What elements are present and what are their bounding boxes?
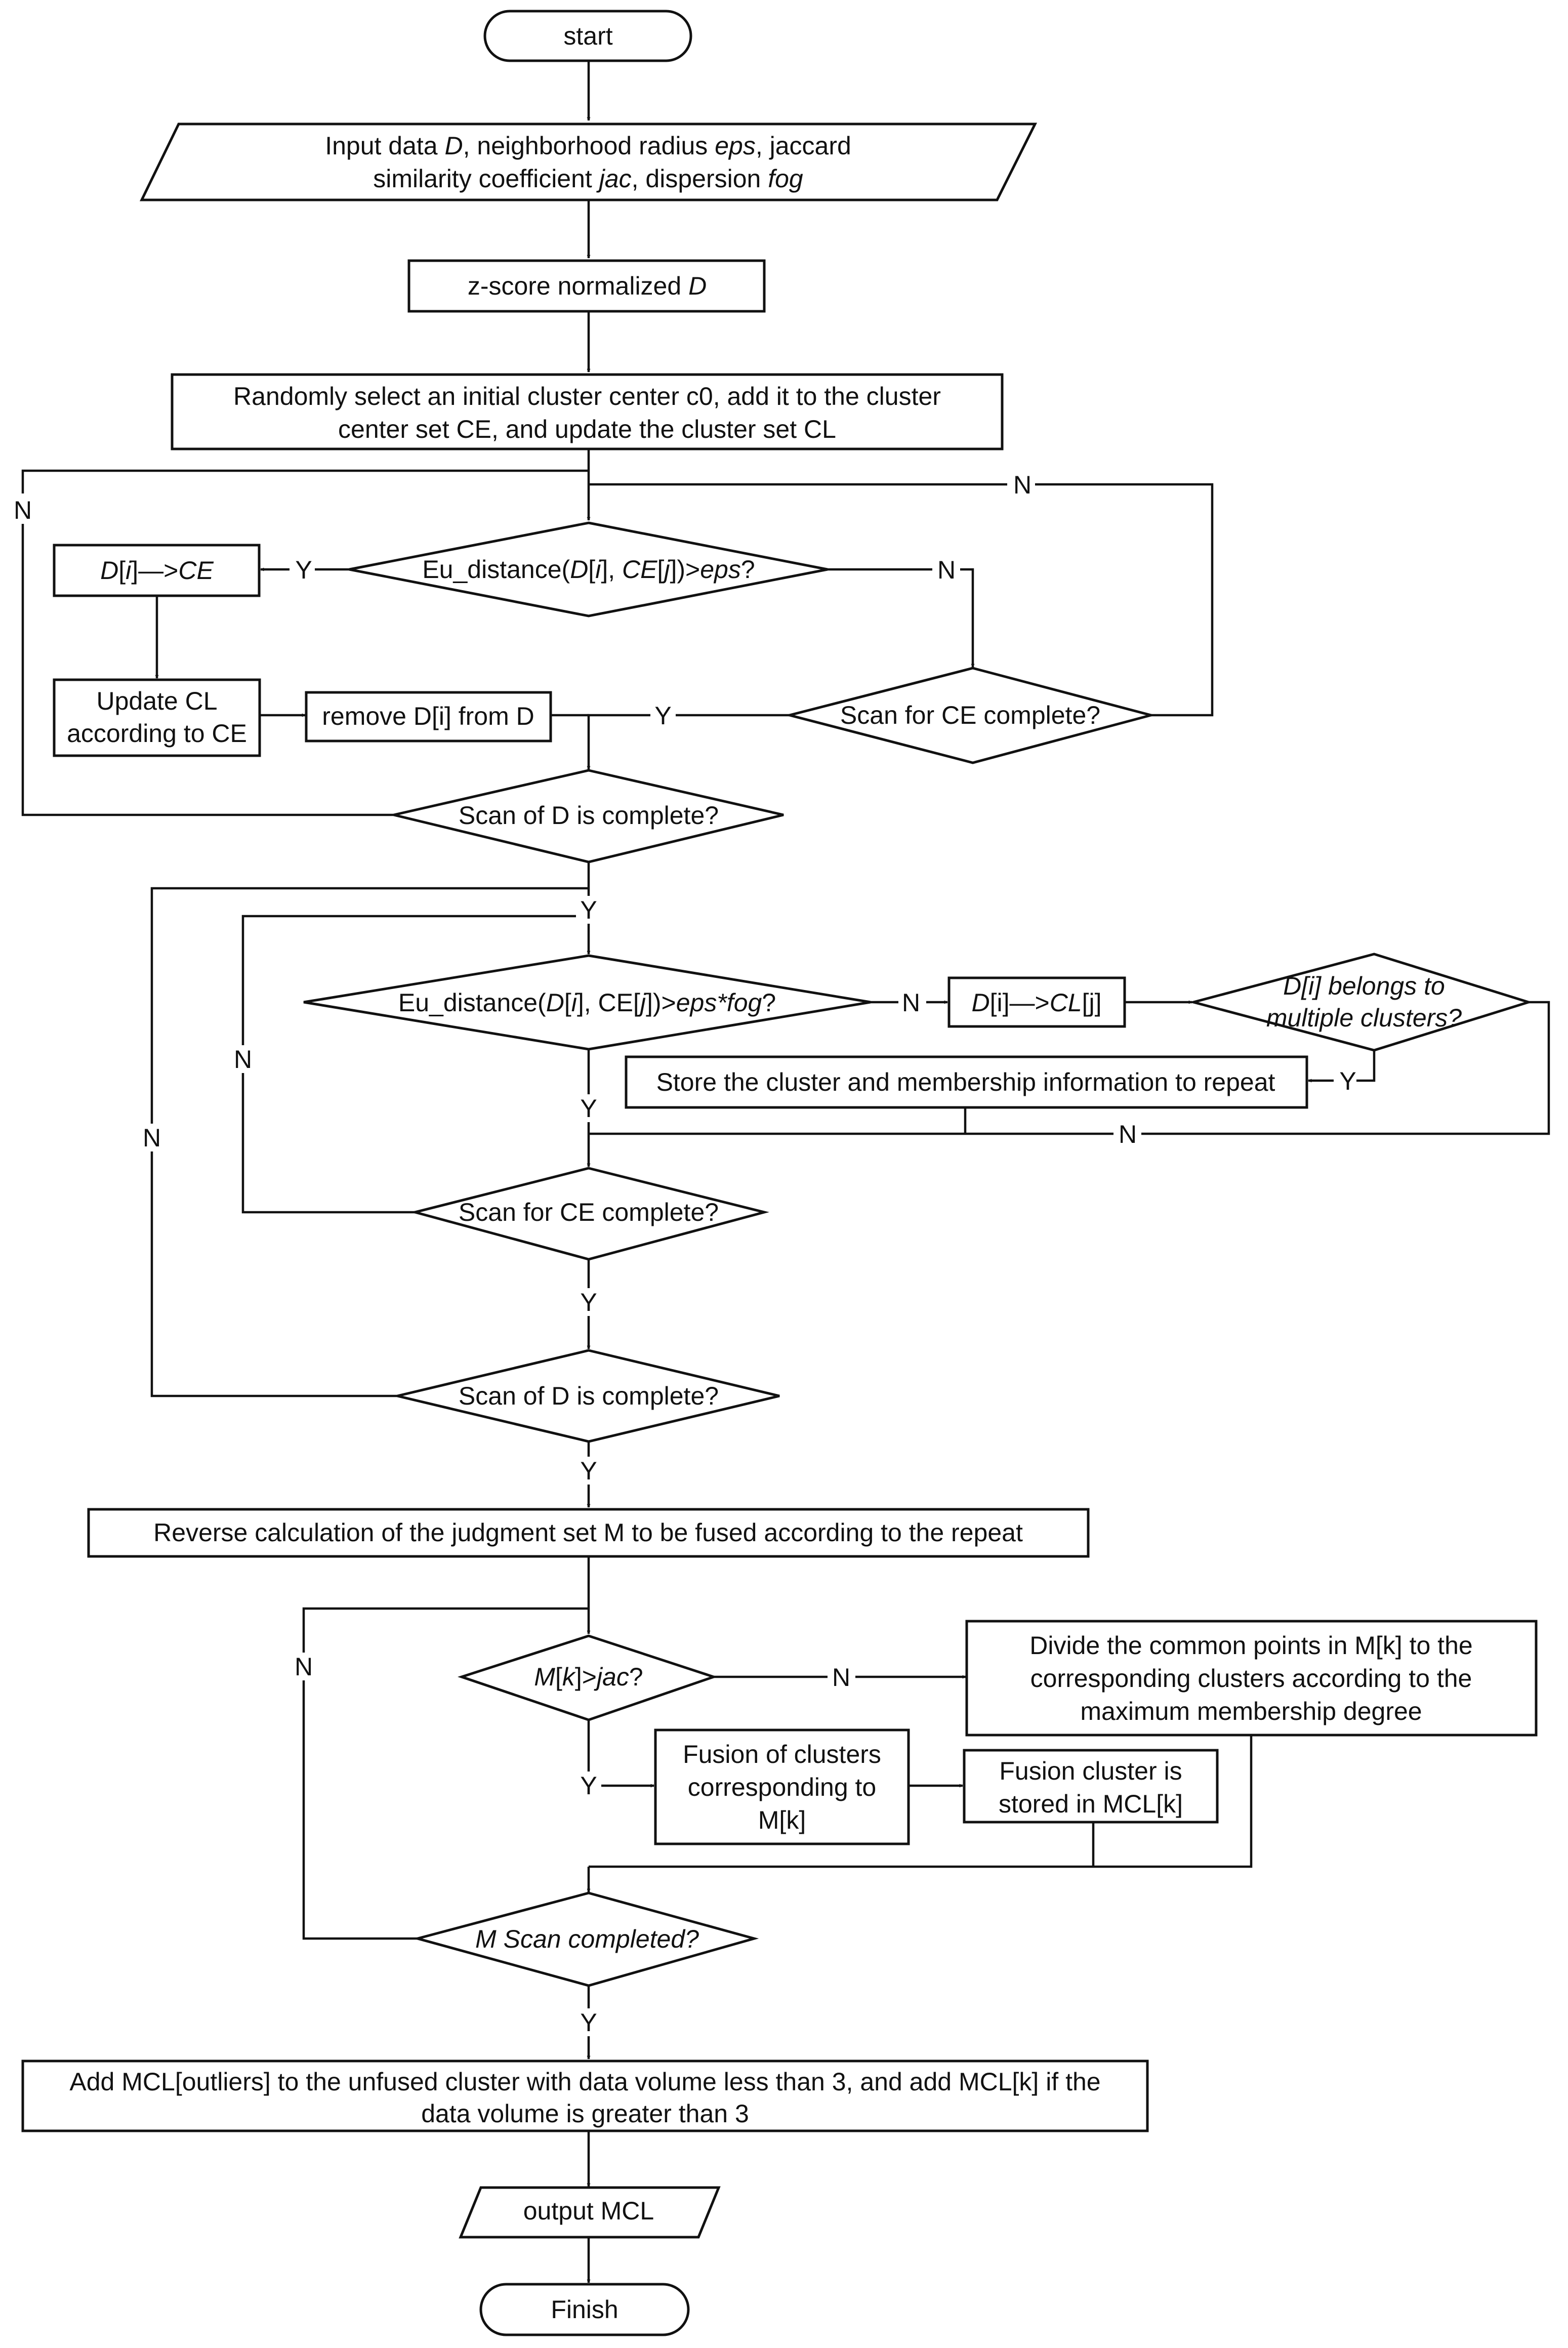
label-no: N [143, 1124, 161, 1152]
loop-scan-ce1-no [589, 483, 1214, 717]
node-start: start [483, 10, 692, 62]
divide-line-3: maximum membership degree [1080, 1697, 1422, 1725]
assign-ce-label: D[i]—>CE [100, 556, 214, 585]
label-no: N [832, 1663, 850, 1692]
arrow-multi-yes [1308, 1050, 1376, 1083]
node-remove: remove D[i] from D [305, 691, 552, 743]
label-yes: Y [580, 1094, 597, 1123]
node-scan-d-1: Scan of D is complete? [393, 769, 784, 863]
loop-mscan-no [302, 1607, 589, 1940]
update-cl-line-1: Update CL [96, 687, 217, 715]
label-no: N [902, 988, 920, 1017]
normalize-label: z-score normalized D [468, 272, 707, 300]
label-yes: Y [295, 556, 312, 584]
add-line-2: data volume is greater than 3 [421, 2099, 749, 2128]
node-diamond2: Eu_distance(D[i], CE[j])>eps*fog? [303, 954, 871, 1051]
node-output: output MCL [459, 2186, 721, 2239]
node-add: Add MCL[outliers] to the unfused cluster… [21, 2059, 1149, 2132]
label-no: N [1119, 1120, 1137, 1148]
node-mk: M[k]>jac? [458, 1634, 718, 1721]
mk-label: M[k]>jac? [534, 1663, 643, 1691]
reverse-label: Reverse calculation of the judgment set … [153, 1518, 1023, 1547]
init-line-2: center set CE, and update the cluster se… [338, 415, 836, 443]
multi-line-1: D[i] belongs to [1283, 972, 1445, 1000]
mscan-label: M Scan completed? [475, 1925, 699, 1953]
loop-scan-d2-no [150, 887, 589, 1397]
remove-label: remove D[i] from D [322, 702, 534, 730]
fusion-line-1: Fusion of clusters [683, 1740, 881, 1768]
stored-line-2: stored in MCL[k] [999, 1790, 1183, 1818]
node-init: Randomly select an initial cluster cente… [171, 373, 1004, 450]
input-line-2: similarity coefficient jac, dispersion f… [373, 164, 803, 193]
arrow-multi-no [589, 1001, 1550, 1135]
add-line-1: Add MCL[outliers] to the unfused cluster… [69, 2068, 1100, 2096]
node-scan-d-2: Scan of D is complete? [397, 1349, 780, 1443]
loop-scan-ce2-no [241, 915, 589, 1214]
divide-line-2: corresponding clusters according to the [1030, 1664, 1472, 1693]
label-yes: Y [580, 1772, 597, 1800]
node-assign-cl: D[i]—>CL[j] [947, 976, 1126, 1028]
store-label: Store the cluster and membership informa… [656, 1068, 1275, 1096]
init-line-1: Randomly select an initial cluster cente… [233, 382, 941, 410]
divide-line-1: Divide the common points in M[k] to the [1029, 1631, 1472, 1660]
label-yes: Y [580, 2008, 597, 2037]
multi-line-2: multiple clusters? [1266, 1004, 1462, 1032]
node-scan-ce-2: Scan for CE complete? [410, 1167, 769, 1261]
node-fusion: Fusion of clusters corresponding to M[k] [654, 1728, 910, 1845]
diamond2-label: Eu_distance(D[i], CE[j])>eps*fog? [398, 988, 776, 1017]
label-yes: Y [580, 1288, 597, 1316]
output-label: output MCL [523, 2197, 654, 2225]
assign-cl-label: D[i]—>CL[j] [971, 988, 1101, 1017]
line-divide-to-merge [589, 1735, 1253, 1868]
scan-ce-1-label: Scan for CE complete? [840, 701, 1100, 729]
fusion-line-3: M[k] [758, 1806, 806, 1834]
label-yes: Y [580, 896, 597, 924]
fusion-line-2: corresponding to [688, 1773, 876, 1801]
start-label: start [563, 22, 612, 50]
node-store: Store the cluster and membership informa… [625, 1055, 1308, 1109]
label-yes: Y [654, 702, 671, 730]
scan-d-2-label: Scan of D is complete? [459, 1382, 719, 1410]
label-no: N [234, 1045, 252, 1074]
node-input: Input data D, neighborhood radius eps, j… [140, 122, 1038, 201]
arrow-scan-ce1-yes [587, 714, 790, 770]
label-no: N [295, 1653, 313, 1681]
label-yes: Y [580, 1457, 597, 1485]
scan-d-1-label: Scan of D is complete? [459, 801, 719, 830]
node-mscan: M Scan completed? [412, 1891, 759, 1987]
node-assign-ce: D[i]—>CE [53, 544, 261, 597]
arrow-diamond1-no [828, 568, 975, 668]
update-cl-line-2: according to CE [67, 719, 247, 748]
node-reverse: Reverse calculation of the judgment set … [87, 1508, 1090, 1558]
node-diamond1: Eu_distance(D[i], CE[j])>eps? [349, 521, 828, 617]
scan-ce-2-label: Scan for CE complete? [459, 1198, 719, 1226]
node-multi: D[i] belongs to multiple clusters? [1188, 953, 1533, 1052]
node-scan-ce-1: Scan for CE complete? [785, 667, 1156, 764]
node-stored: Fusion cluster is stored in MCL[k] [963, 1749, 1219, 1824]
label-yes: Y [1339, 1067, 1356, 1095]
label-no: N [937, 556, 956, 584]
stored-line-1: Fusion cluster is [999, 1757, 1182, 1785]
edge-labels: N N Y N Y Y N N N Y N Y Y Y N Y N Y [10, 468, 1356, 2037]
loop-scan-d1-no [21, 469, 589, 816]
input-line-1: Input data D, neighborhood radius eps, j… [325, 132, 851, 160]
node-update-cl: Update CL according to CE [53, 678, 261, 757]
diamond1-label: Eu_distance(D[i], CE[j])>eps? [422, 555, 755, 584]
node-divide: Divide the common points in M[k] to the … [965, 1620, 1538, 1737]
label-no: N [14, 496, 32, 524]
label-no: N [1013, 471, 1031, 499]
node-finish: Finish [479, 2283, 690, 2336]
node-normalize: z-score normalized D [407, 259, 766, 313]
finish-label: Finish [551, 2295, 618, 2324]
